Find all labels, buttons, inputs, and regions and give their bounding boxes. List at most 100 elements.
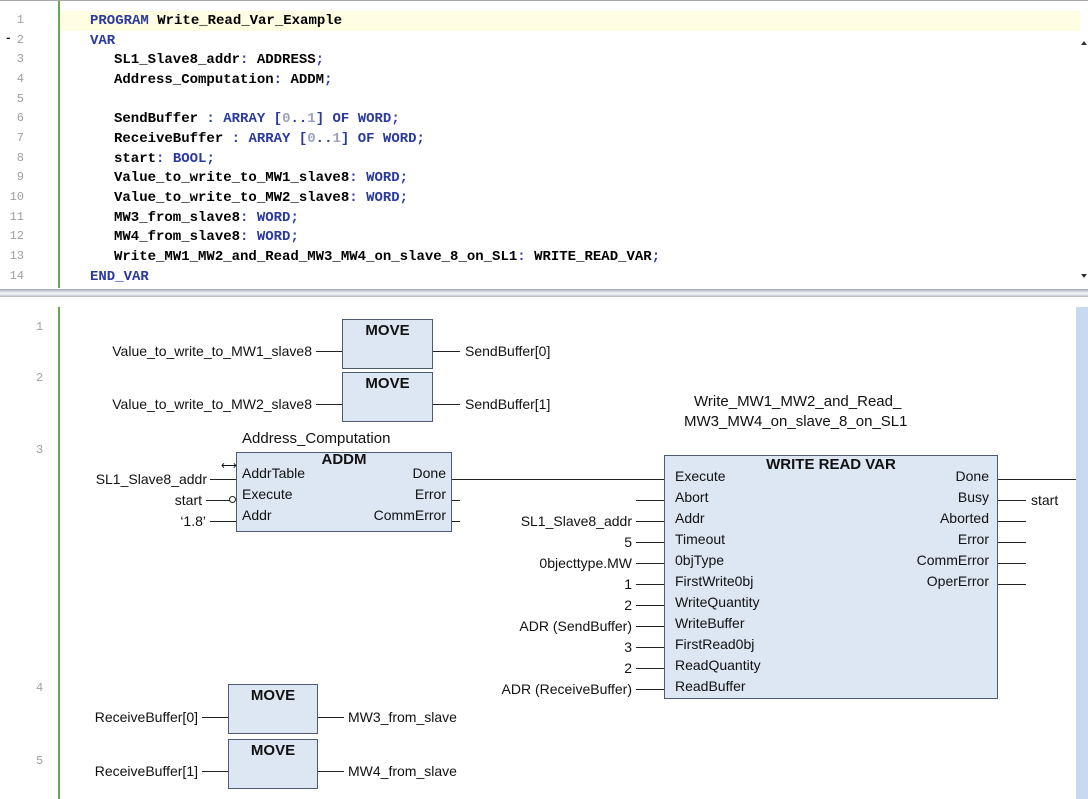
- var-type: ADDRESS: [256, 52, 316, 68]
- move5-input-var[interactable]: ReceiveBuffer[1]: [94, 763, 198, 779]
- wire: [318, 717, 344, 718]
- addm-instance-name[interactable]: Address_Computation: [242, 430, 391, 447]
- wrv-actual-firstwriteobj[interactable]: 1: [624, 576, 632, 592]
- gutter-line: [58, 1, 60, 288]
- wire: [998, 563, 1026, 564]
- network-number: 1: [36, 320, 44, 334]
- addm-actual-execute[interactable]: start: [174, 492, 202, 508]
- move1-input-var[interactable]: Value_to_write_to_MW1_slave8: [112, 343, 312, 359]
- network-number: 5: [36, 754, 44, 768]
- wrv-instance-name-line-1[interactable]: Write_MW1_MW2_and_Read_: [694, 393, 902, 410]
- move-block-4[interactable]: MOVE: [228, 684, 318, 734]
- colon: :: [273, 72, 283, 88]
- addm-actual-addrtable[interactable]: SL1_Slave8_addr: [95, 471, 207, 487]
- code-line-6[interactable]: SendBuffer : ARRAY [0..1] OF WORD;: [90, 111, 400, 127]
- scroll-up-arrow-icon[interactable]: [1081, 41, 1087, 45]
- wrv-output-commerror: CommError: [916, 552, 989, 568]
- vertical-scrollbar[interactable]: [1080, 31, 1088, 288]
- wire: [636, 647, 664, 648]
- addm-output-done: Done: [412, 465, 446, 481]
- bracket-close: ]: [315, 111, 325, 127]
- wire: [210, 521, 236, 522]
- line-number: 5: [16, 92, 24, 106]
- code-line-11[interactable]: MW3_from_slave8: WORD;: [90, 210, 299, 226]
- addm-input-addrtable: AddrTable: [242, 465, 306, 481]
- wrv-actual-addr[interactable]: SL1_Slave8_addr: [520, 513, 632, 529]
- wrv-actual-readquantity[interactable]: 2: [624, 660, 632, 676]
- wire: [636, 605, 664, 606]
- move4-output-var[interactable]: MW3_from_slave: [348, 709, 457, 725]
- code-line-12[interactable]: MW4_from_slave8: WORD;: [90, 229, 299, 245]
- wrv-actual-readbuffer[interactable]: ADR (ReceiveBuffer): [501, 681, 632, 697]
- addm-block[interactable]: ADDM AddrTable Execute Addr Done Error C…: [236, 451, 452, 532]
- wire: [316, 351, 342, 352]
- wire: [636, 521, 664, 522]
- write-read-var-block[interactable]: WRITE READ VAR Execute Abort Addr Timeou…: [664, 455, 998, 699]
- network-number: 2: [36, 371, 44, 385]
- line-number: 11: [9, 210, 24, 224]
- code-line-8[interactable]: start: BOOL;: [90, 151, 215, 167]
- var-name: Write_MW1_MW2_and_Read_MW3_MW4_on_slave_…: [114, 249, 518, 265]
- wrv-output-error: Error: [957, 531, 989, 547]
- wire: [636, 584, 664, 585]
- wrv-instance-name-line-2[interactable]: MW3_MW4_on_slave_8_on_SL1: [684, 413, 908, 430]
- wrv-input-readquantity: ReadQuantity: [675, 657, 761, 673]
- keyword-program: PROGRAM: [90, 13, 149, 29]
- code-line-14[interactable]: END_VAR: [90, 269, 149, 285]
- move1-output-var[interactable]: SendBuffer[0]: [465, 343, 551, 359]
- semicolon: ;: [290, 229, 299, 245]
- wrv-actual-firstreadobj[interactable]: 3: [624, 639, 632, 655]
- wrv-actual-busy[interactable]: start: [1031, 492, 1059, 508]
- code-line-9[interactable]: Value_to_write_to_MW1_slave8: WORD;: [90, 170, 408, 186]
- move2-input-var[interactable]: Value_to_write_to_MW2_slave8: [112, 396, 312, 412]
- negation-circle-icon: [229, 496, 236, 503]
- inout-arrow-icon: ⟷: [221, 460, 237, 472]
- move-block-1[interactable]: MOVE: [342, 319, 433, 369]
- fbd-editor[interactable]: 1 2 3 4 5 Value_to_write_to_MW1_slave8 M…: [0, 297, 1088, 799]
- wire: [210, 479, 236, 480]
- wrv-input-abort: Abort: [675, 489, 709, 505]
- collapse-toggle-icon[interactable]: -: [5, 33, 12, 45]
- move2-output-var[interactable]: SendBuffer[1]: [465, 396, 551, 412]
- wire: [636, 500, 664, 501]
- var-name: start: [114, 151, 157, 167]
- semicolon: ;: [206, 151, 215, 167]
- line-number: 9: [16, 170, 24, 184]
- code-line-7[interactable]: ReceiveBuffer : ARRAY [0..1] OF WORD;: [90, 131, 425, 147]
- wire: [316, 404, 342, 405]
- line-number: 6: [16, 111, 24, 125]
- var-type: WORD: [256, 229, 291, 245]
- wrv-actual-timeout[interactable]: 5: [624, 534, 632, 550]
- wrv-input-writequantity: WriteQuantity: [675, 594, 760, 610]
- addm-actual-addr[interactable]: ‘1.8’: [180, 513, 206, 529]
- var-type: WORD: [366, 190, 400, 206]
- keyword-of: OF: [332, 111, 350, 127]
- keyword-end-var: END_VAR: [90, 269, 149, 285]
- move4-input-var[interactable]: ReceiveBuffer[0]: [94, 709, 198, 725]
- line-number: 12: [9, 229, 24, 243]
- wrv-actual-objtype[interactable]: 0bjecttype.MW: [539, 555, 632, 571]
- move5-output-var[interactable]: MW4_from_slave: [348, 763, 457, 779]
- move-title: MOVE: [365, 375, 410, 392]
- declaration-editor[interactable]: 1 2 3 4 5 6 7 8 9 10 11 12 13 14 - PROGR…: [0, 0, 1088, 288]
- gutter-line: [58, 307, 60, 799]
- wrv-output-aborted: Aborted: [939, 510, 989, 526]
- wire: [998, 500, 1026, 501]
- var-type: BOOL: [172, 151, 207, 167]
- code-line-4[interactable]: Address_Computation: ADDM;: [90, 72, 332, 88]
- wrv-actual-writebuffer[interactable]: ADR (SendBuffer): [519, 618, 632, 634]
- wire: [433, 351, 460, 352]
- network-number: 4: [36, 681, 44, 695]
- code-line-1[interactable]: PROGRAM Write_Read_Var_Example: [90, 13, 342, 29]
- code-line-10[interactable]: Value_to_write_to_MW2_slave8: WORD;: [90, 190, 408, 206]
- code-line-2[interactable]: VAR: [90, 33, 115, 49]
- move-block-2[interactable]: MOVE: [342, 372, 433, 422]
- line-number: 10: [9, 190, 24, 204]
- editor-splitter[interactable]: [0, 289, 1088, 297]
- move-block-5[interactable]: MOVE: [228, 739, 318, 789]
- wrv-actual-writequantity[interactable]: 2: [624, 597, 632, 613]
- code-line-13[interactable]: Write_MW1_MW2_and_Read_MW3_MW4_on_slave_…: [90, 249, 660, 265]
- line-number: 2: [16, 33, 24, 47]
- scroll-down-arrow-icon[interactable]: [1081, 274, 1087, 278]
- code-line-3[interactable]: SL1_Slave8_addr: ADDRESS;: [90, 52, 324, 68]
